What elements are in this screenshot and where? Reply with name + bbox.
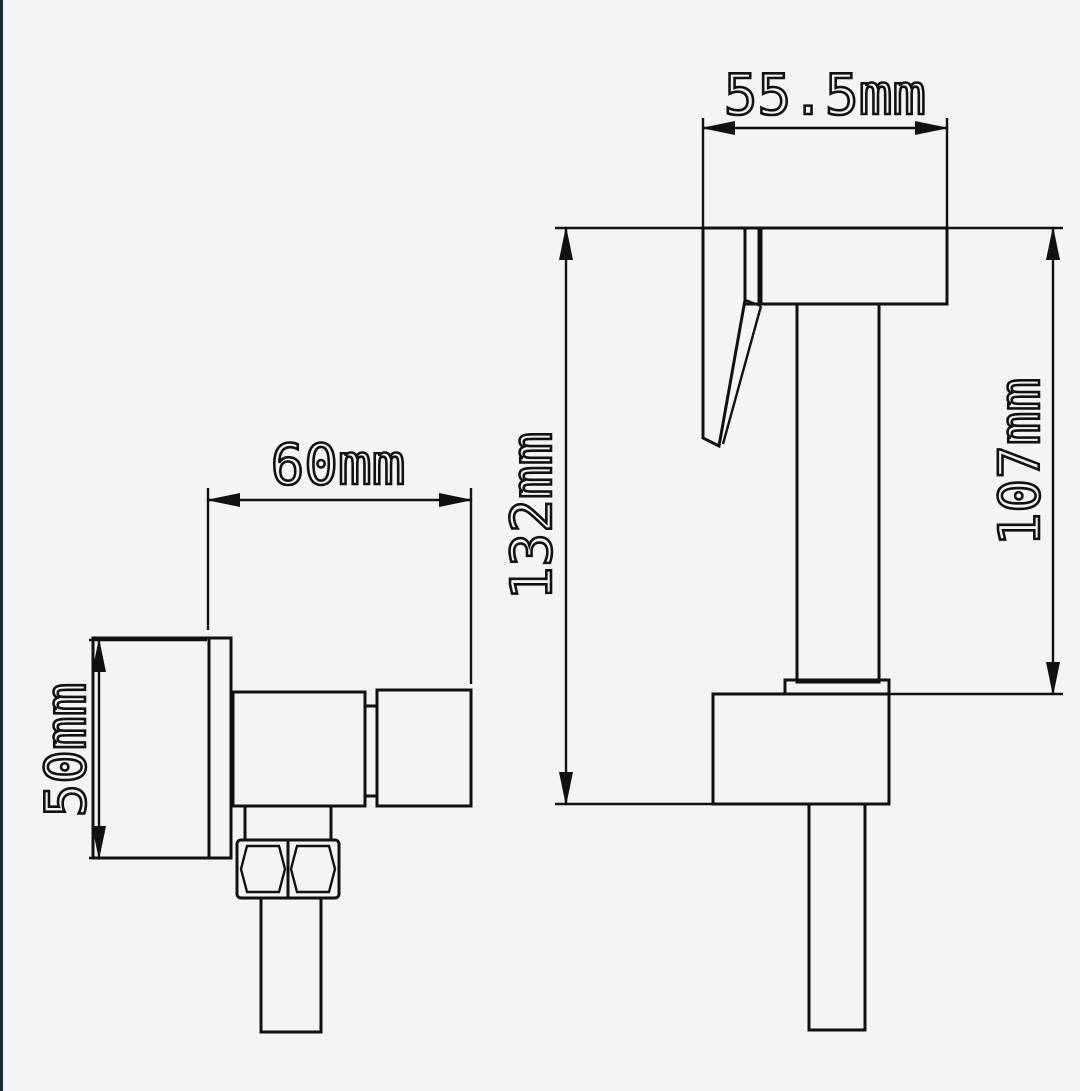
dim-55-5: 55.5mm	[701, 62, 949, 228]
valve-body	[231, 690, 367, 808]
wall-valve-view	[91, 636, 473, 1034]
dim-132-label: 132mm	[500, 432, 565, 601]
valve-neck	[243, 804, 333, 842]
holder-head	[757, 226, 949, 306]
flange-body	[91, 636, 211, 860]
holder-base	[711, 692, 891, 806]
dim-60-label: 60mm	[271, 433, 406, 498]
dim-50: 50mm	[33, 638, 207, 860]
dim-132: 132mm	[499, 226, 1063, 806]
holder-stem	[795, 302, 881, 684]
drawing-svg: 60mm 50mm 55.5mm 132mm	[33, 62, 1063, 1034]
dim-50-label: 50mm	[34, 683, 99, 818]
holder-view	[701, 226, 949, 1032]
dim-60: 60mm	[206, 432, 473, 684]
flange-rim	[207, 636, 233, 860]
inlet-pipe	[259, 896, 323, 1034]
holder-pin	[807, 802, 867, 1032]
dim-107: 107mm	[889, 226, 1063, 696]
valve-outlet	[375, 688, 473, 808]
hex-nut	[235, 838, 341, 900]
valve-connector	[363, 704, 379, 798]
dim-107-label: 107mm	[988, 378, 1053, 547]
dim-55-5-label: 55.5mm	[724, 63, 926, 128]
holder-hook	[701, 226, 747, 449]
